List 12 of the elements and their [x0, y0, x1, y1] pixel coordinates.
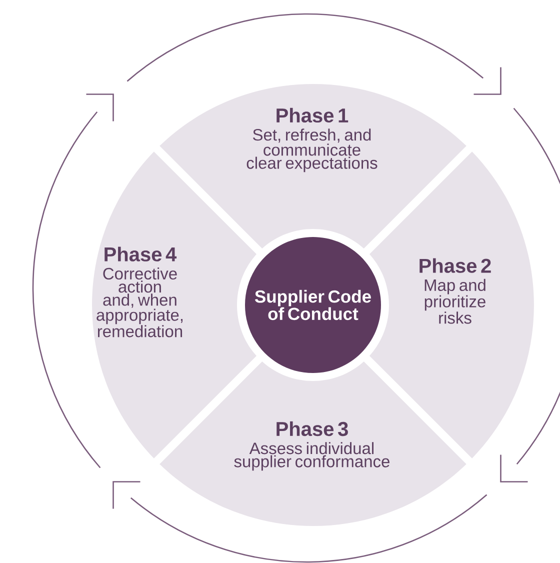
- phase-description: Assess individual supplier conformance: [234, 442, 390, 471]
- phase-sector: [160, 361, 466, 526]
- center-label: Supplier Code of Conduct: [254, 290, 371, 320]
- center-circle: [245, 237, 381, 373]
- phase-sector: [160, 84, 466, 248]
- phase-description: Corrective action and, when appropriate, remediation: [96, 267, 183, 338]
- phase-heading: Phase 2: [420, 258, 491, 273]
- phase-heading: Phase 1: [276, 108, 348, 123]
- phase-description: Set, refresh, and communicate clear expectations: [246, 128, 378, 172]
- phase-heading: Phase 4: [104, 246, 177, 262]
- phase-heading: Phase 3: [276, 421, 348, 436]
- phase-description: Map and prioritize risks: [424, 278, 486, 324]
